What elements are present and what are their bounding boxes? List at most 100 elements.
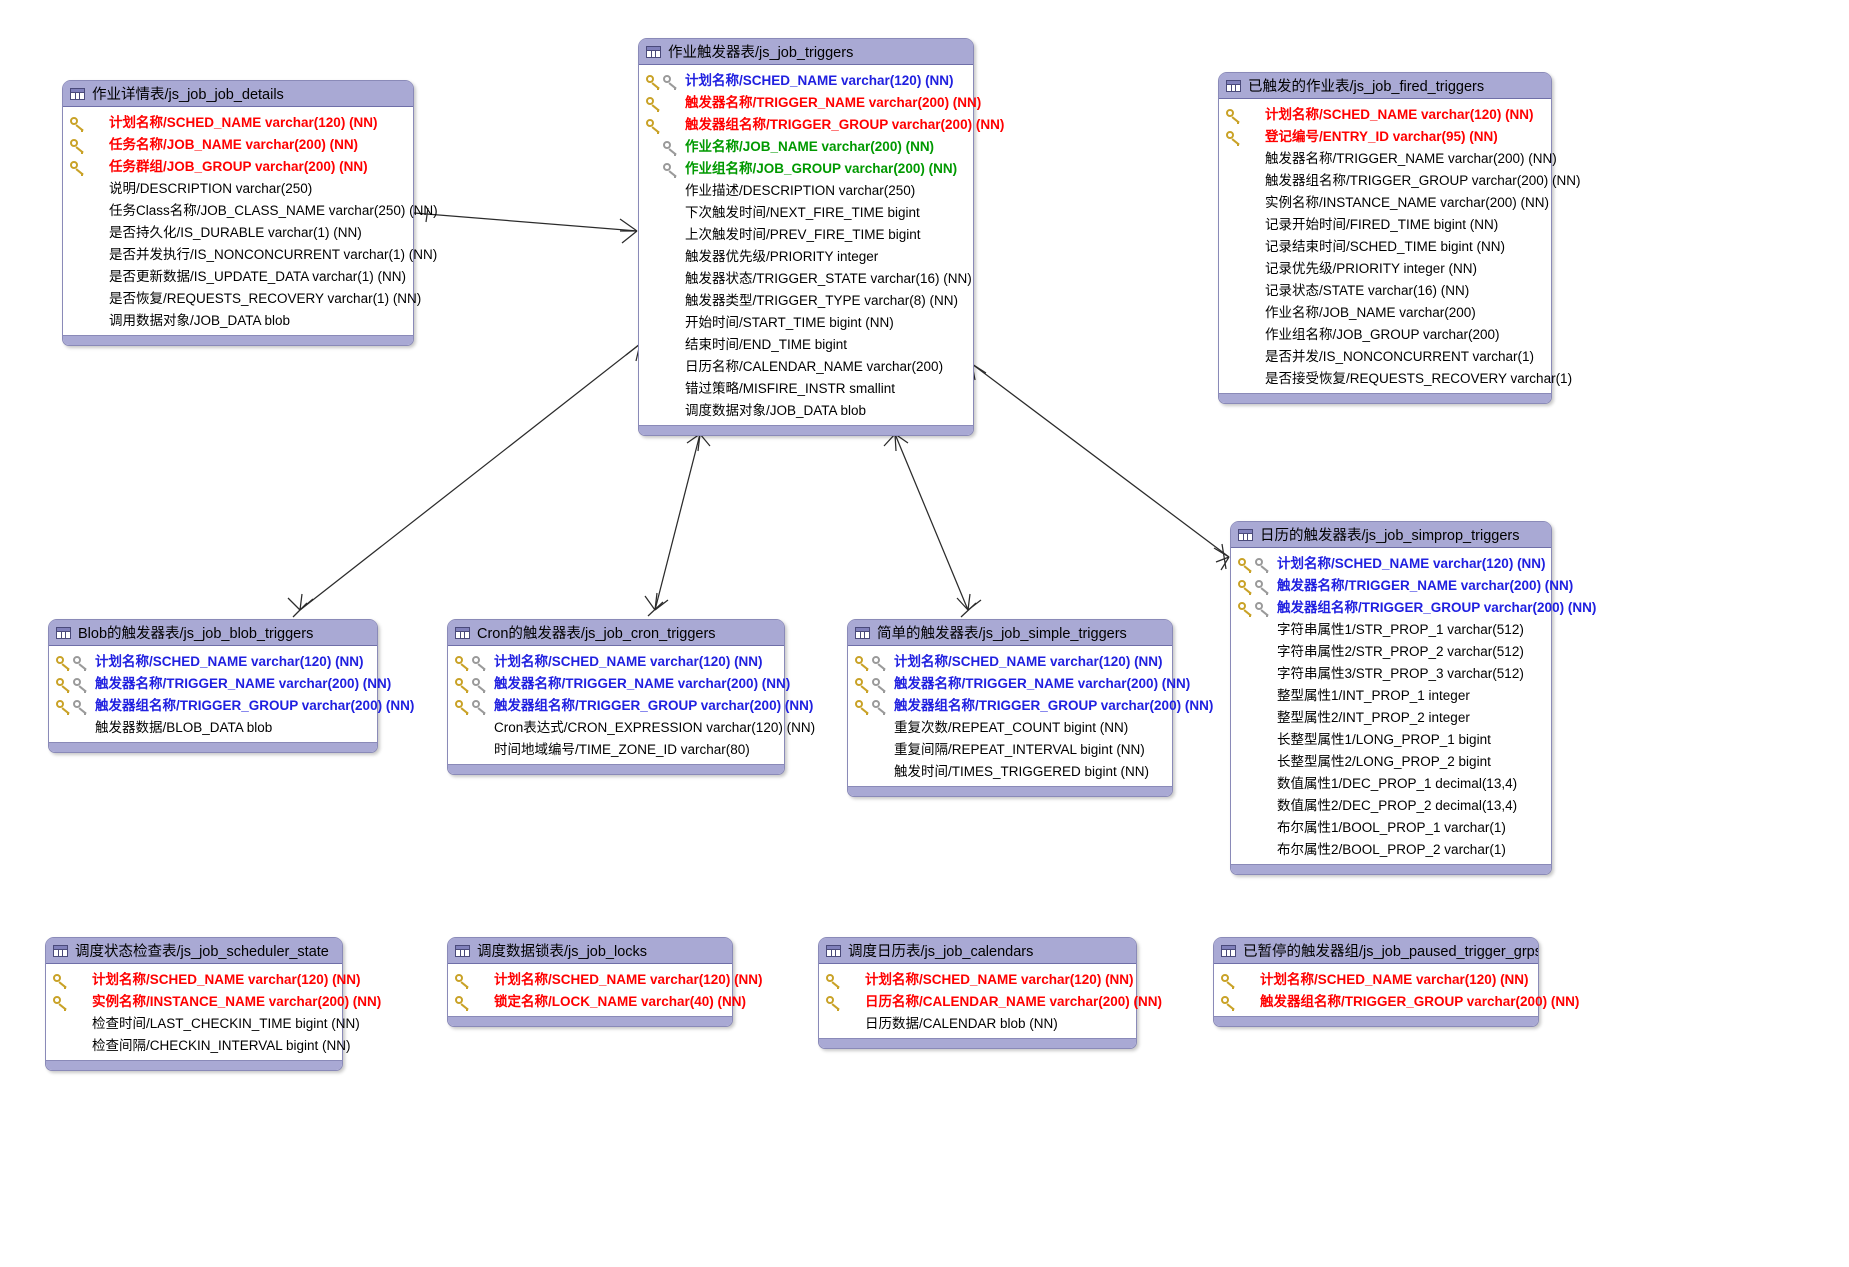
attribute-row[interactable]: 字符串属性3/STR_PROP_3 varchar(512)	[1231, 663, 1551, 685]
attribute-row[interactable]: 是否持久化/IS_DURABLE varchar(1) (NN)	[63, 222, 413, 244]
attribute-row[interactable]: 计划名称/SCHED_NAME varchar(120) (NN)	[848, 651, 1172, 673]
entity-header-locks[interactable]: 调度数据锁表/js_job_locks	[448, 938, 732, 964]
attribute-row[interactable]: 长整型属性2/LONG_PROP_2 bigint	[1231, 751, 1551, 773]
attribute-row[interactable]: 计划名称/SCHED_NAME varchar(120) (NN)	[46, 969, 361, 991]
attribute-row[interactable]: 日历名称/CALENDAR_NAME varchar(200)	[639, 356, 973, 378]
attribute-row[interactable]: 字符串属性1/STR_PROP_1 varchar(512)	[1231, 619, 1551, 641]
entity-job_details[interactable]: 作业详情表/js_job_job_details 计划名称/SCHED_NAME …	[62, 80, 438, 346]
attribute-row[interactable]: 触发器类型/TRIGGER_TYPE varchar(8) (NN)	[639, 290, 973, 312]
attribute-row[interactable]: 计划名称/SCHED_NAME varchar(120) (NN)	[639, 70, 973, 92]
attribute-row[interactable]: 日历数据/CALENDAR blob (NN)	[819, 1013, 1136, 1035]
attribute-row[interactable]: 调度数据对象/JOB_DATA blob	[639, 400, 973, 422]
attribute-row[interactable]: 作业名称/JOB_NAME varchar(200) (NN)	[639, 136, 973, 158]
entity-header-job_details[interactable]: 作业详情表/js_job_job_details	[63, 81, 413, 107]
entity-header-scheduler_state[interactable]: 调度状态检查表/js_job_scheduler_state	[46, 938, 342, 964]
attribute-row[interactable]: 实例名称/INSTANCE_NAME varchar(200) (NN)	[46, 991, 381, 1013]
attribute-row[interactable]: 计划名称/SCHED_NAME varchar(120) (NN)	[1214, 969, 1538, 991]
attribute-row[interactable]: 布尔属性1/BOOL_PROP_1 varchar(1)	[1231, 817, 1551, 839]
attribute-row[interactable]: 上次触发时间/PREV_FIRE_TIME bigint	[639, 224, 973, 246]
attribute-row[interactable]: 检查间隔/CHECKIN_INTERVAL bigint (NN)	[46, 1035, 351, 1057]
attribute-row[interactable]: 任务群组/JOB_GROUP varchar(200) (NN)	[63, 156, 413, 178]
attribute-row[interactable]: 作业名称/JOB_NAME varchar(200)	[1219, 302, 1551, 324]
entity-header-fired_triggers[interactable]: 已触发的作业表/js_job_fired_triggers	[1219, 73, 1551, 99]
attribute-row[interactable]: 触发器组名称/TRIGGER_GROUP varchar(200) (NN)	[448, 695, 813, 717]
attribute-row[interactable]: 是否并发执行/IS_NONCONCURRENT varchar(1) (NN)	[63, 244, 437, 266]
attribute-row[interactable]: 任务Class名称/JOB_CLASS_NAME varchar(250) (N…	[63, 200, 438, 222]
attribute-row[interactable]: 计划名称/SCHED_NAME varchar(120) (NN)	[63, 112, 413, 134]
attribute-row[interactable]: 记录结束时间/SCHED_TIME bigint (NN)	[1219, 236, 1551, 258]
attribute-row[interactable]: 触发器名称/TRIGGER_NAME varchar(200) (NN)	[848, 673, 1190, 695]
attribute-row[interactable]: 检查时间/LAST_CHECKIN_TIME bigint (NN)	[46, 1013, 360, 1035]
attribute-row[interactable]: 触发器组名称/TRIGGER_GROUP varchar(200) (NN)	[1231, 597, 1596, 619]
attribute-row[interactable]: 实例名称/INSTANCE_NAME varchar(200) (NN)	[1219, 192, 1551, 214]
attribute-row[interactable]: 触发器数据/BLOB_DATA blob	[49, 717, 377, 739]
entity-header-calendars[interactable]: 调度日历表/js_job_calendars	[819, 938, 1136, 964]
attribute-row[interactable]: 触发器名称/TRIGGER_NAME varchar(200) (NN)	[1219, 148, 1557, 170]
entity-triggers[interactable]: 作业触发器表/js_job_triggers 计划名称/SCHED_NAME va…	[638, 38, 1004, 436]
entity-header-blob_triggers[interactable]: Blob的触发器表/js_job_blob_triggers	[49, 620, 377, 646]
attribute-row[interactable]: 作业描述/DESCRIPTION varchar(250)	[639, 180, 973, 202]
entity-header-simple_triggers[interactable]: 简单的触发器表/js_job_simple_triggers	[848, 620, 1172, 646]
attribute-row[interactable]: 是否恢复/REQUESTS_RECOVERY varchar(1) (NN)	[63, 288, 421, 310]
attribute-row[interactable]: 锁定名称/LOCK_NAME varchar(40) (NN)	[448, 991, 746, 1013]
attribute-row[interactable]: 触发器优先级/PRIORITY integer	[639, 246, 973, 268]
entity-header-cron_triggers[interactable]: Cron的触发器表/js_job_cron_triggers	[448, 620, 784, 646]
attribute-row[interactable]: 作业组名称/JOB_GROUP varchar(200)	[1219, 324, 1551, 346]
attribute-row[interactable]: 重复间隔/REPEAT_INTERVAL bigint (NN)	[848, 739, 1172, 761]
attribute-row[interactable]: 记录优先级/PRIORITY integer (NN)	[1219, 258, 1551, 280]
attribute-row[interactable]: 计划名称/SCHED_NAME varchar(120) (NN)	[49, 651, 377, 673]
attribute-row[interactable]: 触发器名称/TRIGGER_NAME varchar(200) (NN)	[1231, 575, 1573, 597]
attribute-row[interactable]: 触发器组名称/TRIGGER_GROUP varchar(200) (NN)	[639, 114, 1004, 136]
attribute-row[interactable]: 记录开始时间/FIRED_TIME bigint (NN)	[1219, 214, 1551, 236]
attribute-row[interactable]: 触发器名称/TRIGGER_NAME varchar(200) (NN)	[448, 673, 790, 695]
attribute-row[interactable]: 计划名称/SCHED_NAME varchar(120) (NN)	[1231, 553, 1551, 575]
attribute-row[interactable]: 触发器组名称/TRIGGER_GROUP varchar(200) (NN)	[1214, 991, 1579, 1013]
attribute-row[interactable]: 计划名称/SCHED_NAME varchar(120) (NN)	[448, 651, 784, 673]
attribute-row[interactable]: 触发器组名称/TRIGGER_GROUP varchar(200) (NN)	[1219, 170, 1581, 192]
entity-locks[interactable]: 调度数据锁表/js_job_locks 计划名称/SCHED_NAME varch…	[447, 937, 763, 1027]
attribute-row[interactable]: 登记编号/ENTRY_ID varchar(95) (NN)	[1219, 126, 1551, 148]
attribute-row[interactable]: 是否接受恢复/REQUESTS_RECOVERY varchar(1)	[1219, 368, 1572, 390]
attribute-row[interactable]: 计划名称/SCHED_NAME varchar(120) (NN)	[1219, 104, 1551, 126]
attribute-row[interactable]: Cron表达式/CRON_EXPRESSION varchar(120) (NN…	[448, 717, 815, 739]
attribute-row[interactable]: 结束时间/END_TIME bigint	[639, 334, 973, 356]
attribute-row[interactable]: 作业组名称/JOB_GROUP varchar(200) (NN)	[639, 158, 973, 180]
attribute-row[interactable]: 日历名称/CALENDAR_NAME varchar(200) (NN)	[819, 991, 1162, 1013]
attribute-row[interactable]: 下次触发时间/NEXT_FIRE_TIME bigint	[639, 202, 973, 224]
entity-simprop_triggers[interactable]: 日历的触发器表/js_job_simprop_triggers 计划名称/SCHE…	[1230, 521, 1596, 875]
attribute-row[interactable]: 长整型属性1/LONG_PROP_1 bigint	[1231, 729, 1551, 751]
entity-simple_triggers[interactable]: 简单的触发器表/js_job_simple_triggers 计划名称/SCHED…	[847, 619, 1213, 797]
attribute-row[interactable]: 计划名称/SCHED_NAME varchar(120) (NN)	[448, 969, 763, 991]
attribute-row[interactable]: 字符串属性2/STR_PROP_2 varchar(512)	[1231, 641, 1551, 663]
attribute-row[interactable]: 调用数据对象/JOB_DATA blob	[63, 310, 413, 332]
attribute-row[interactable]: 计划名称/SCHED_NAME varchar(120) (NN)	[819, 969, 1136, 991]
attribute-row[interactable]: 时间地域编号/TIME_ZONE_ID varchar(80)	[448, 739, 784, 761]
attribute-row[interactable]: 开始时间/START_TIME bigint (NN)	[639, 312, 973, 334]
entity-paused_trigger_grps[interactable]: 已暂停的触发器组/js_job_paused_trigger_grps 计划名称/…	[1213, 937, 1579, 1027]
attribute-row[interactable]: 触发器名称/TRIGGER_NAME varchar(200) (NN)	[49, 673, 391, 695]
entity-blob_triggers[interactable]: Blob的触发器表/js_job_blob_triggers 计划名称/SCHED…	[48, 619, 414, 753]
attribute-row[interactable]: 触发器组名称/TRIGGER_GROUP varchar(200) (NN)	[49, 695, 414, 717]
entity-header-triggers[interactable]: 作业触发器表/js_job_triggers	[639, 39, 973, 65]
entity-calendars[interactable]: 调度日历表/js_job_calendars 计划名称/SCHED_NAME va…	[818, 937, 1162, 1049]
attribute-row[interactable]: 错过策略/MISFIRE_INSTR smallint	[639, 378, 973, 400]
attribute-row[interactable]: 任务名称/JOB_NAME varchar(200) (NN)	[63, 134, 413, 156]
attribute-row[interactable]: 触发时间/TIMES_TRIGGERED bigint (NN)	[848, 761, 1172, 783]
entity-fired_triggers[interactable]: 已触发的作业表/js_job_fired_triggers 计划名称/SCHED_…	[1218, 72, 1581, 404]
attribute-row[interactable]: 记录状态/STATE varchar(16) (NN)	[1219, 280, 1551, 302]
attribute-row[interactable]: 说明/DESCRIPTION varchar(250)	[63, 178, 413, 200]
attribute-row[interactable]: 整型属性2/INT_PROP_2 integer	[1231, 707, 1551, 729]
attribute-row[interactable]: 重复次数/REPEAT_COUNT bigint (NN)	[848, 717, 1172, 739]
attribute-row[interactable]: 触发器名称/TRIGGER_NAME varchar(200) (NN)	[639, 92, 981, 114]
entity-scheduler_state[interactable]: 调度状态检查表/js_job_scheduler_state 计划名称/SCHED…	[45, 937, 381, 1071]
attribute-row[interactable]: 触发器组名称/TRIGGER_GROUP varchar(200) (NN)	[848, 695, 1213, 717]
attribute-row[interactable]: 数值属性2/DEC_PROP_2 decimal(13,4)	[1231, 795, 1551, 817]
entity-cron_triggers[interactable]: Cron的触发器表/js_job_cron_triggers 计划名称/SCHED…	[447, 619, 815, 775]
attribute-row[interactable]: 是否更新数据/IS_UPDATE_DATA varchar(1) (NN)	[63, 266, 413, 288]
attribute-row[interactable]: 数值属性1/DEC_PROP_1 decimal(13,4)	[1231, 773, 1551, 795]
attribute-row[interactable]: 布尔属性2/BOOL_PROP_2 varchar(1)	[1231, 839, 1551, 861]
entity-header-simprop_triggers[interactable]: 日历的触发器表/js_job_simprop_triggers	[1231, 522, 1551, 548]
attribute-row[interactable]: 整型属性1/INT_PROP_1 integer	[1231, 685, 1551, 707]
entity-header-paused_trigger_grps[interactable]: 已暂停的触发器组/js_job_paused_trigger_grps	[1214, 938, 1538, 964]
attribute-row[interactable]: 触发器状态/TRIGGER_STATE varchar(16) (NN)	[639, 268, 973, 290]
